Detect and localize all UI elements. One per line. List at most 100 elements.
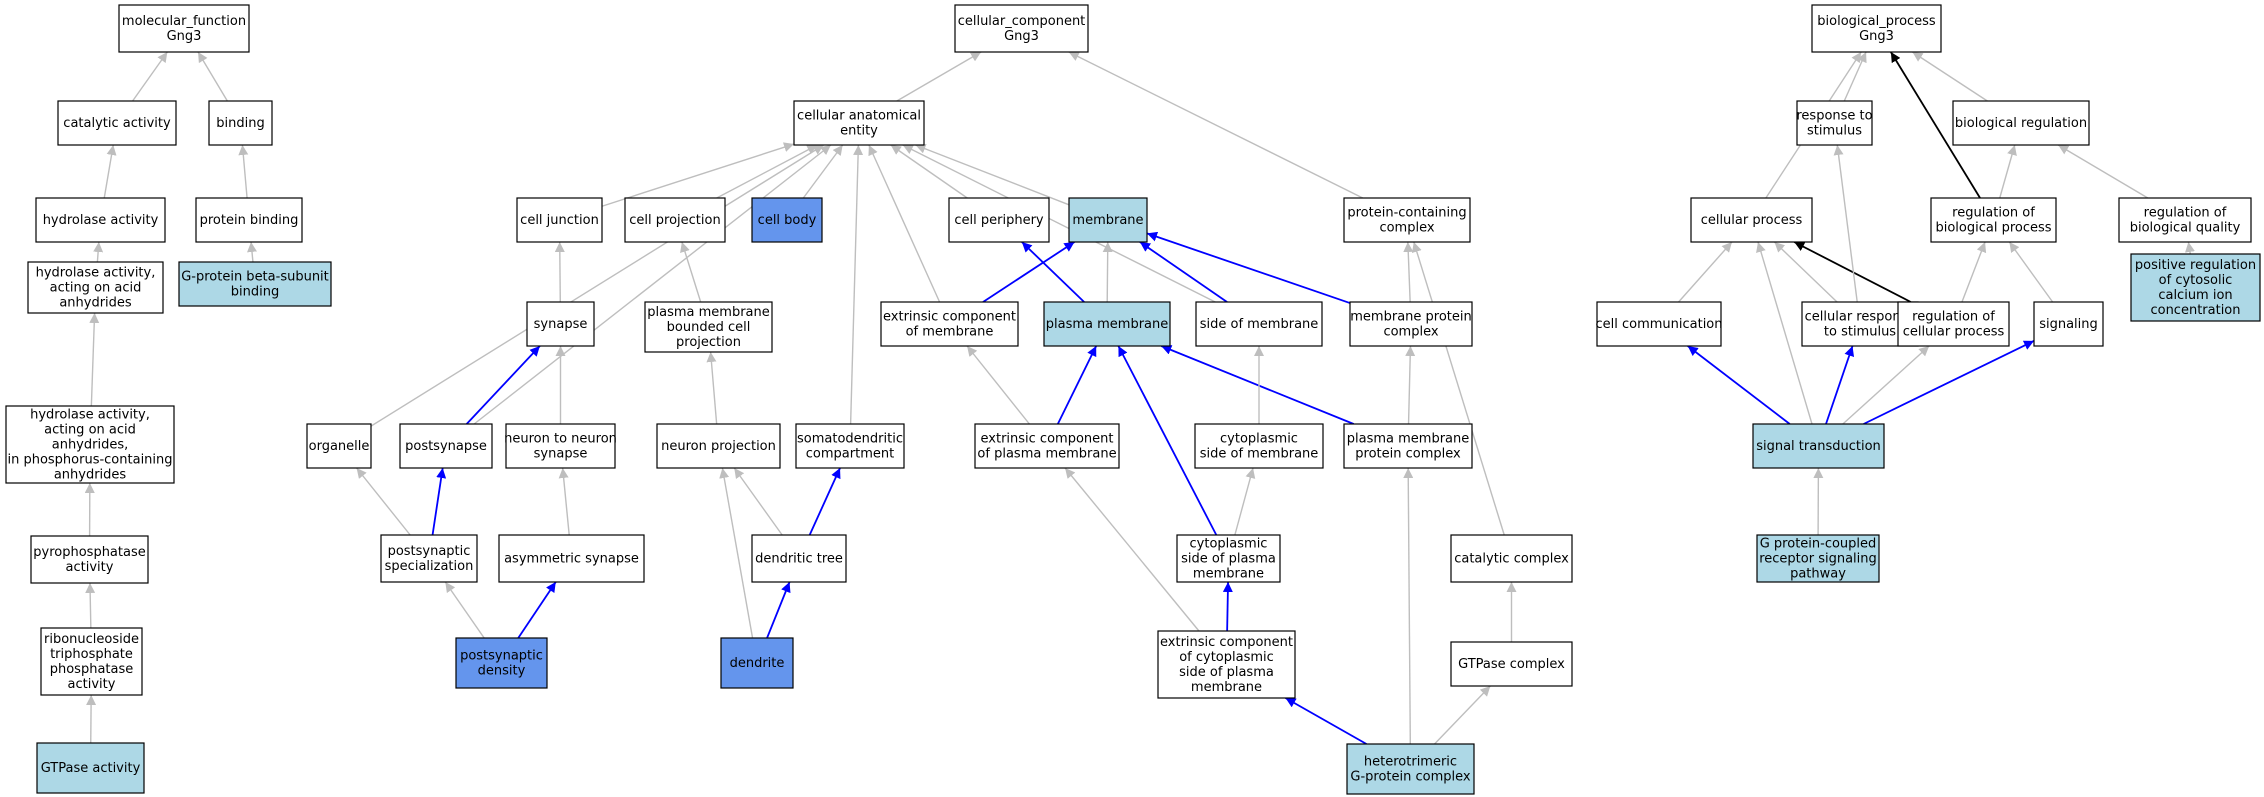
node-label-line: membrane bbox=[1191, 680, 1262, 695]
edge-protein_binding-to-binding bbox=[238, 144, 249, 199]
node-label-line: positive regulation bbox=[2135, 258, 2256, 273]
edge-pcc-to-cc bbox=[1068, 51, 1364, 199]
edge-hetero_gprotein-to-gtpase_complex bbox=[1434, 685, 1491, 745]
go-term-node-cellular_process[interactable]: cellular process bbox=[1690, 197, 1813, 243]
go-term-node-side_of_membrane[interactable]: side of membrane bbox=[1195, 301, 1323, 347]
go-term-node-signal_transduction[interactable]: signal transduction bbox=[1752, 423, 1885, 469]
node-box bbox=[27, 261, 164, 314]
edge-extrinsic_cyto_pm-to-cyto_side_pm bbox=[1222, 581, 1233, 632]
go-term-node-signaling[interactable]: signaling bbox=[2033, 301, 2104, 347]
go-term-node-hydrolase_phos[interactable]: hydrolase activity,acting on acidanhydri… bbox=[5, 405, 175, 484]
node-label-line: compartment bbox=[806, 447, 894, 462]
edge-reg_bio_process-to-bio_regulation bbox=[1999, 144, 2017, 199]
go-term-node-binding[interactable]: binding bbox=[208, 100, 273, 146]
node-box bbox=[1752, 423, 1885, 469]
edge-dendritic_tree-to-neuron_projection bbox=[733, 467, 783, 536]
go-term-node-gtpase_activity[interactable]: GTPase activity bbox=[36, 742, 145, 794]
go-term-node-cell_communication[interactable]: cell communication bbox=[1595, 301, 1723, 347]
edge-mem_protein_complex-to-pcc bbox=[1403, 241, 1414, 303]
node-label-line: of cytosolic bbox=[2159, 273, 2233, 288]
go-term-node-synapse[interactable]: synapse bbox=[526, 301, 595, 347]
edge-binding-to-mf bbox=[197, 51, 228, 102]
edge-signaling-to-reg_bio_process bbox=[2008, 241, 2054, 303]
node-label-line: pathway bbox=[1790, 567, 1846, 582]
node-label-line: side of plasma bbox=[1179, 665, 1274, 680]
go-term-node-hydrolase_acid[interactable]: hydrolase activity,acting on acidanhydri… bbox=[27, 261, 164, 314]
go-term-node-ribonucleoside[interactable]: ribonucleosidetriphosphatephosphataseact… bbox=[40, 627, 143, 696]
go-term-node-catalytic[interactable]: catalytic activity bbox=[57, 100, 177, 146]
go-term-node-catalytic_complex[interactable]: catalytic complex bbox=[1450, 534, 1573, 583]
node-box bbox=[1194, 423, 1324, 469]
node-label-line: cell projection bbox=[629, 213, 720, 228]
go-term-node-bio_regulation[interactable]: biological regulation bbox=[1952, 100, 2090, 146]
go-term-node-hydrolase[interactable]: hydrolase activity bbox=[35, 197, 166, 243]
node-box bbox=[40, 627, 143, 696]
edge-gprotein_beta-to-protein_binding bbox=[247, 241, 257, 263]
node-box bbox=[656, 423, 781, 469]
node-label-line: neuron to neuron bbox=[504, 432, 617, 447]
node-label-line: membrane bbox=[1072, 213, 1143, 228]
edge-pm_protein_complex-to-mem_protein_complex bbox=[1405, 345, 1416, 425]
node-label-line: cytoplasmic bbox=[1220, 432, 1298, 447]
node-label-line: organelle bbox=[309, 439, 370, 454]
go-term-node-dendrite[interactable]: dendrite bbox=[720, 637, 794, 689]
node-label-line: density bbox=[478, 664, 526, 679]
node-label-line: regulation of bbox=[1952, 206, 2035, 221]
go-term-node-asym_synapse[interactable]: asymmetric synapse bbox=[498, 534, 645, 583]
node-label-line: bounded cell bbox=[667, 320, 751, 335]
node-label-line: GTPase activity bbox=[41, 761, 141, 776]
go-term-node-cell_periphery[interactable]: cell periphery bbox=[948, 197, 1050, 243]
go-term-node-membrane[interactable]: membrane bbox=[1068, 197, 1148, 243]
node-box bbox=[36, 742, 145, 794]
go-term-node-organelle[interactable]: organelle bbox=[306, 423, 372, 469]
edge-somatodendritic-to-cae bbox=[849, 144, 864, 425]
go-term-node-cell_junction[interactable]: cell junction bbox=[516, 197, 603, 243]
node-box bbox=[880, 301, 1019, 347]
node-box bbox=[1952, 100, 2090, 146]
go-term-node-plasma_membrane[interactable]: plasma membrane bbox=[1043, 301, 1171, 347]
node-label-line: protein-containing bbox=[1347, 206, 1466, 221]
node-label-line: cellular anatomical bbox=[797, 109, 921, 124]
go-term-node-protein_binding[interactable]: protein binding bbox=[195, 197, 303, 243]
edge-postsynaptic_spec-to-postsynapse bbox=[431, 467, 447, 536]
go-term-node-postsynapse[interactable]: postsynapse bbox=[399, 423, 493, 469]
go-term-node-gtpase_complex[interactable]: GTPase complex bbox=[1450, 641, 1573, 687]
go-term-node-neuron_projection[interactable]: neuron projection bbox=[656, 423, 781, 469]
go-term-node-cell_body[interactable]: cell body bbox=[751, 197, 823, 243]
go-term-node-cell_projection[interactable]: cell projection bbox=[624, 197, 726, 243]
node-box bbox=[1346, 743, 1475, 795]
go-term-node-dendritic_tree[interactable]: dendritic tree bbox=[751, 534, 847, 583]
node-label-line: protein complex bbox=[1355, 447, 1461, 462]
node-box bbox=[624, 197, 726, 243]
node-label-line: heterotrimeric bbox=[1364, 755, 1457, 770]
node-label-line: anhydrides bbox=[59, 296, 132, 311]
node-label-line: postsynaptic bbox=[388, 544, 471, 559]
edge-cyto_side_pm-to-plasma_membrane bbox=[1117, 345, 1218, 536]
